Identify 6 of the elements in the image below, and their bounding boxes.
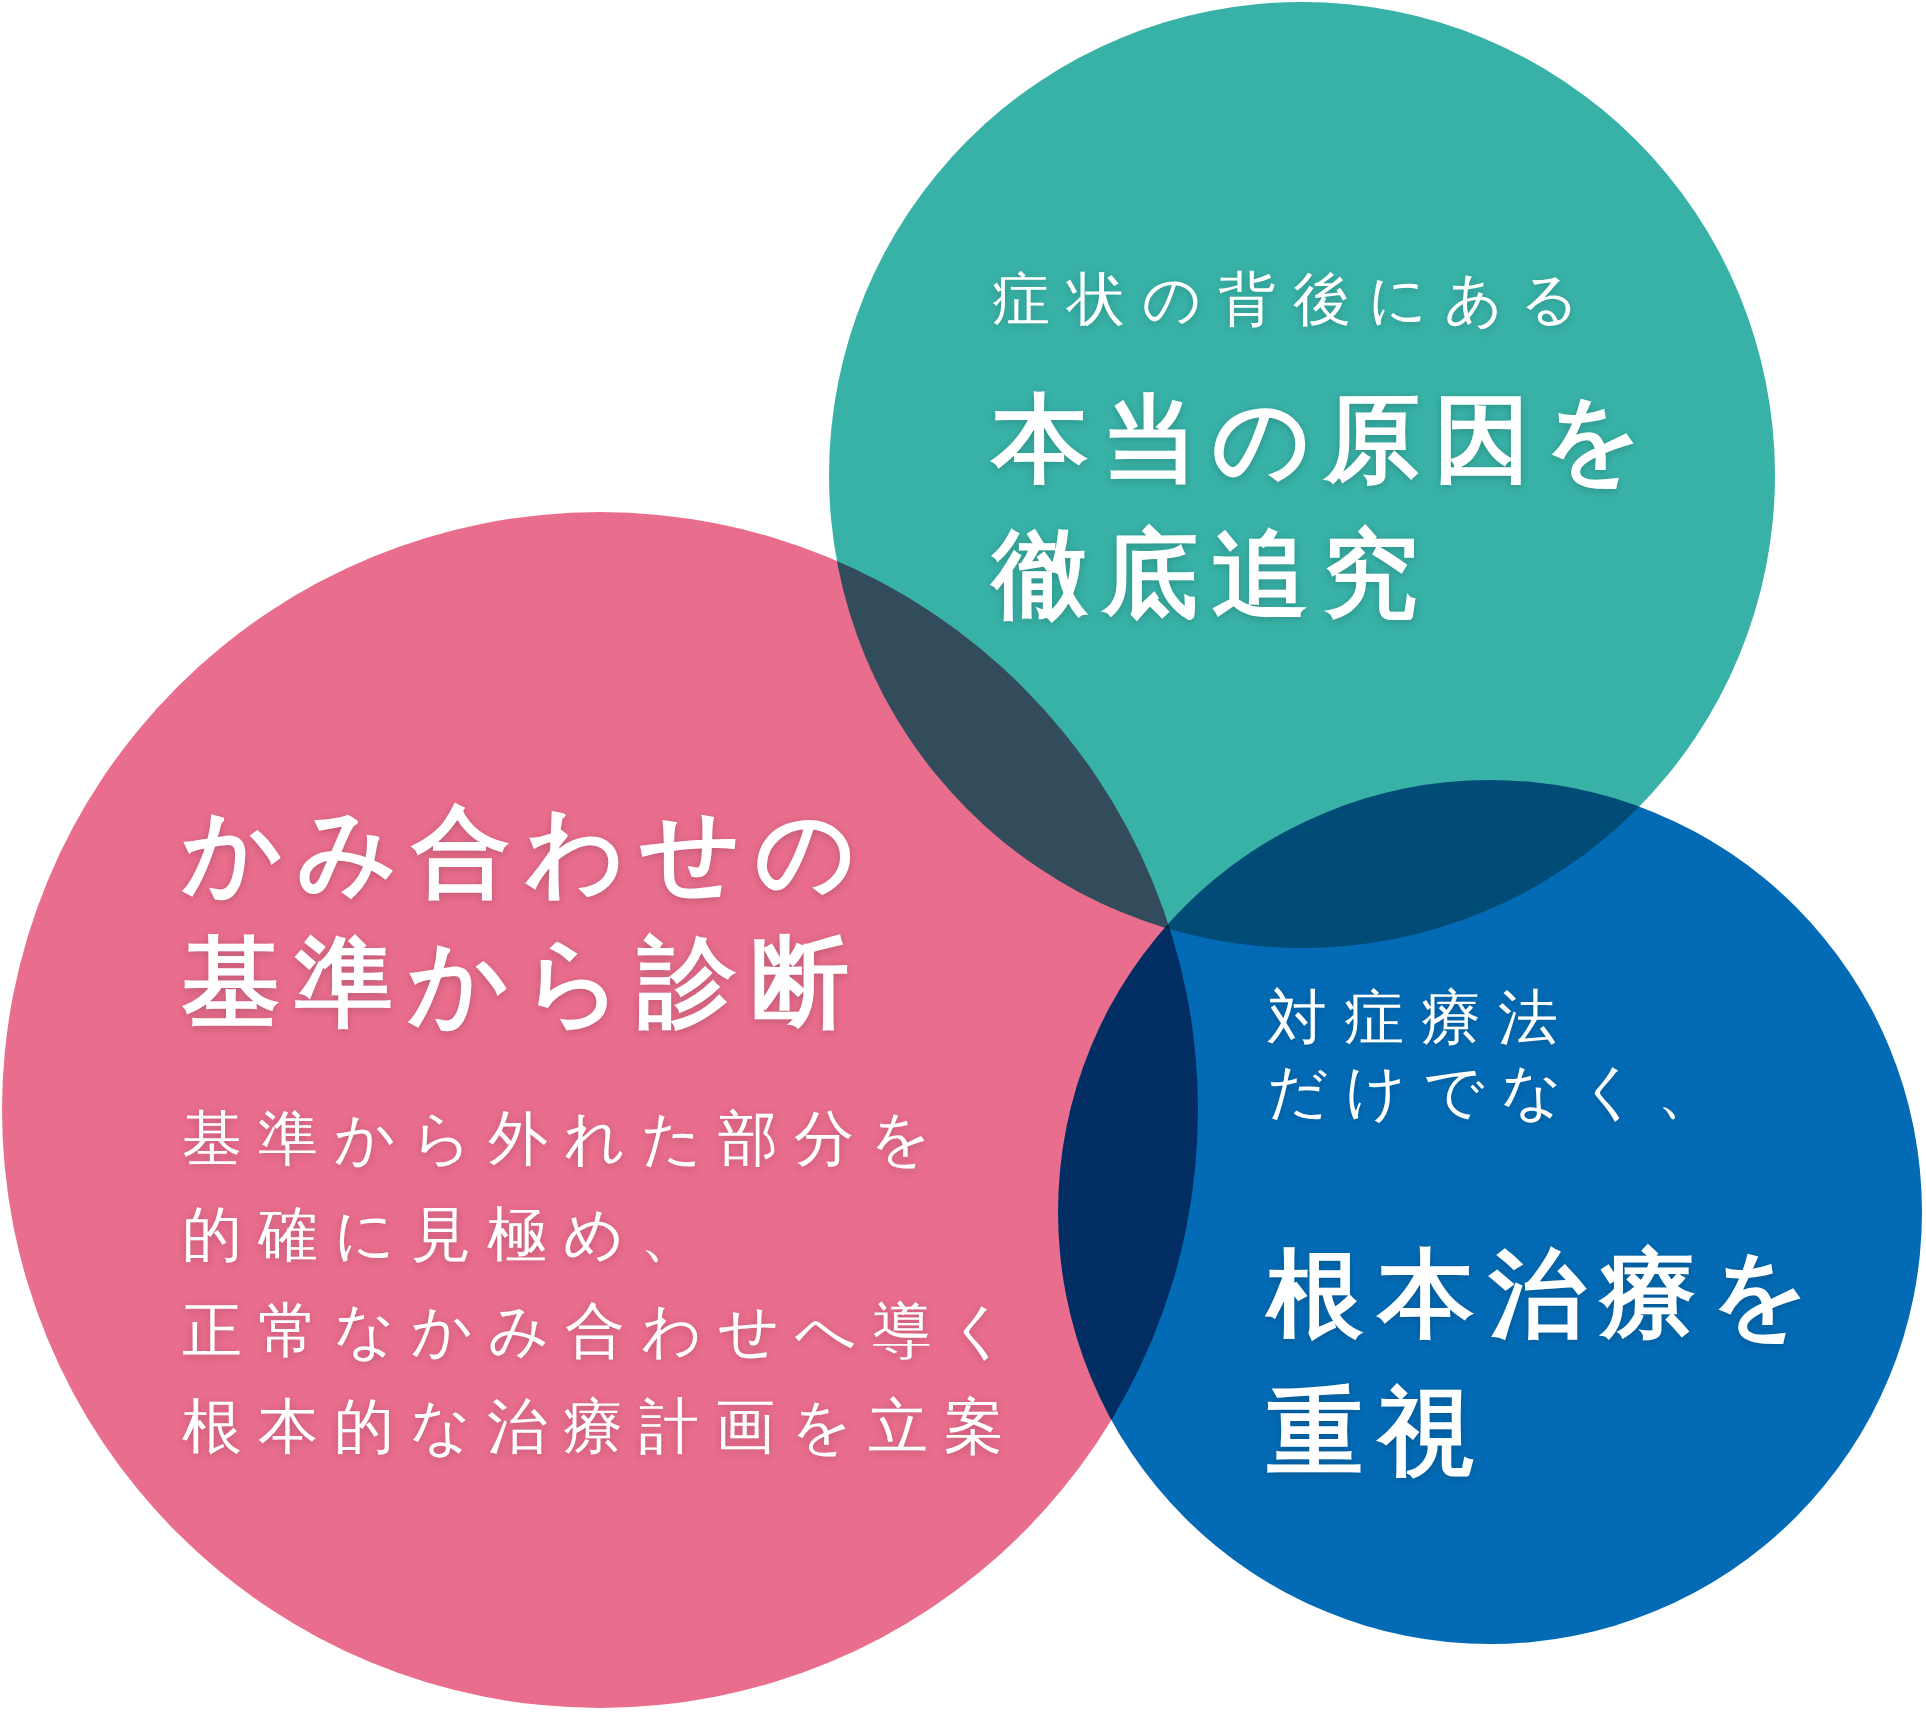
- circle-heading: 根本治療を重視: [1267, 1237, 1824, 1490]
- circle-heading: かみ合わせの基準から診断: [182, 793, 870, 1041]
- circle-body: 基準から外れた部分を的確に見極め、正常なかみ合わせへ導く根本的な治療計画を立案: [182, 1102, 1025, 1463]
- circle-subheading: 症状の背後にある: [992, 264, 1596, 335]
- circle-subheading: 対症療法だけでなく、: [1267, 981, 1734, 1128]
- circle-heading: 本当の原因を徹底追究: [992, 382, 1656, 632]
